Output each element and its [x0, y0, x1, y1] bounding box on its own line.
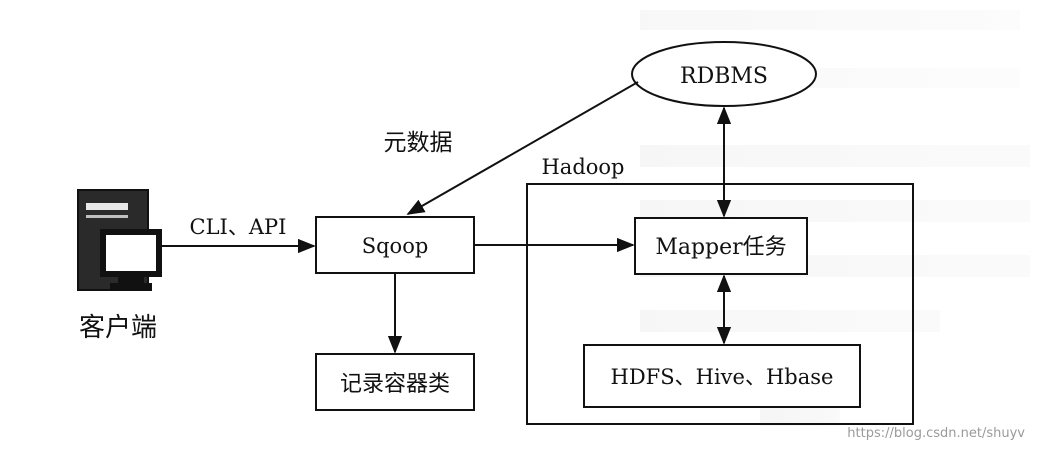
- mapper-label: Mapper任务: [655, 235, 786, 260]
- edge-label-cli-api: CLI、API: [190, 215, 287, 239]
- desktop-computer-icon: [77, 189, 162, 291]
- background-ghost-line: [640, 10, 1020, 30]
- rdbms-node: [631, 41, 817, 107]
- background-ghost-line: [640, 200, 1030, 222]
- record-classes-label: 记录容器类: [340, 372, 450, 397]
- background-ghost-line: [640, 310, 940, 332]
- sqoop-label: Sqoop: [362, 234, 429, 258]
- record-classes-box: [315, 353, 475, 411]
- arrow-rdbms-to-sqoop: [406, 81, 639, 215]
- storage-label: HDFS、Hive、Hbase: [611, 365, 834, 389]
- edge-label-metadata: 元数据: [384, 130, 453, 156]
- watermark-url: https://blog.csdn.net/shuyv: [847, 426, 1025, 441]
- storage-box: [583, 344, 861, 408]
- hadoop-group-label: Hadoop: [541, 155, 624, 179]
- client-label: 客户端: [79, 313, 157, 343]
- background-ghost-line: [640, 145, 1030, 167]
- rdbms-label: RDBMS: [680, 64, 768, 89]
- mapper-box: [634, 217, 808, 275]
